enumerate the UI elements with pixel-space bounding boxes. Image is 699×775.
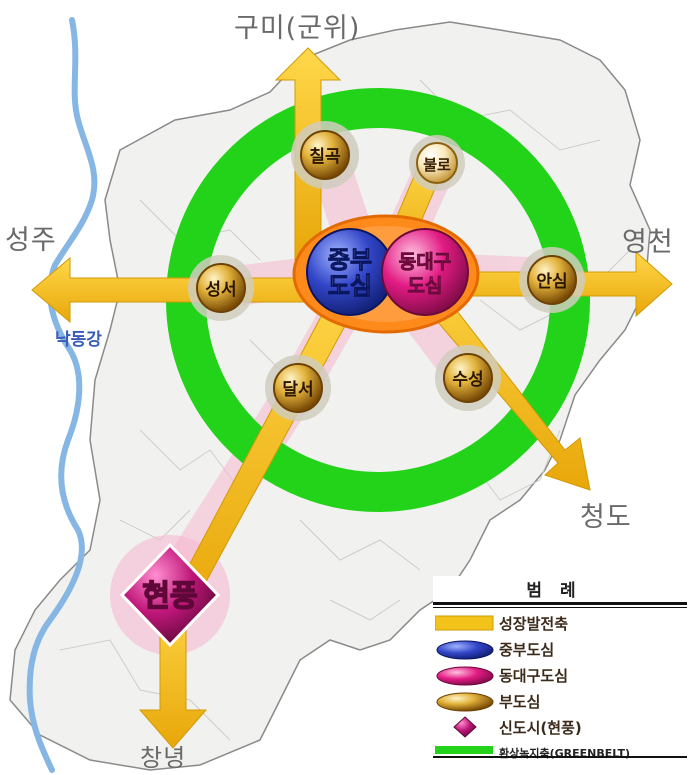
legend-title: 범례 [526,581,594,601]
sub-center-label: 달서 [282,379,313,400]
destination-east: 영천 [622,227,674,258]
legend-item-sub-center: 부도심 [433,688,687,714]
jungbu-center-swatch [436,640,494,660]
destination-south: 창녕 [140,744,187,772]
sub-center-label: 불로 [423,156,451,174]
greenbelt-swatch [435,746,493,754]
destination-north: 구미(군위) [234,13,361,44]
legend-item-jungbu: 중부도심 [433,636,687,662]
seongseo-marker [196,263,246,313]
river-label: 낙동강 [55,330,102,350]
sub-center-label: 성서 [205,280,236,300]
hyeonpung-new-town-marker [119,542,221,648]
new-town-swatch [453,716,477,738]
legend-item-growth-axis: 성장발전축 [433,610,687,636]
dongdaegu-center-swatch [436,666,494,686]
ansim-marker [527,255,577,305]
new-town-label: 현풍 [142,579,197,614]
sub-center-label: 수성 [452,370,483,390]
destination-southeast: 청도 [580,502,632,533]
legend-item-dongdaegu: 동대구도심 [433,662,687,688]
sub-center-label: 칠곡 [309,146,341,167]
destination-west: 성주 [5,225,57,256]
suseong-marker [443,353,493,403]
sub-center-label: 안심 [536,272,567,292]
growth-axis-swatch [435,615,494,631]
dongdaegu-center-marker [381,228,469,316]
legend: 범례 성장발전축 중부도심 동대구도심 부도심 신도시(현풍) 환상녹지축(GR… [433,576,687,760]
legend-item-greenbelt: 환상녹지축(GREENBELT) [433,738,687,764]
bullo-marker [416,142,458,184]
chilgok-marker [300,130,350,180]
legend-item-new-town: 신도시(현풍) [433,714,687,740]
dalseo-marker [273,363,323,413]
nakdong-river [26,17,98,773]
sub-center-swatch [436,692,494,712]
